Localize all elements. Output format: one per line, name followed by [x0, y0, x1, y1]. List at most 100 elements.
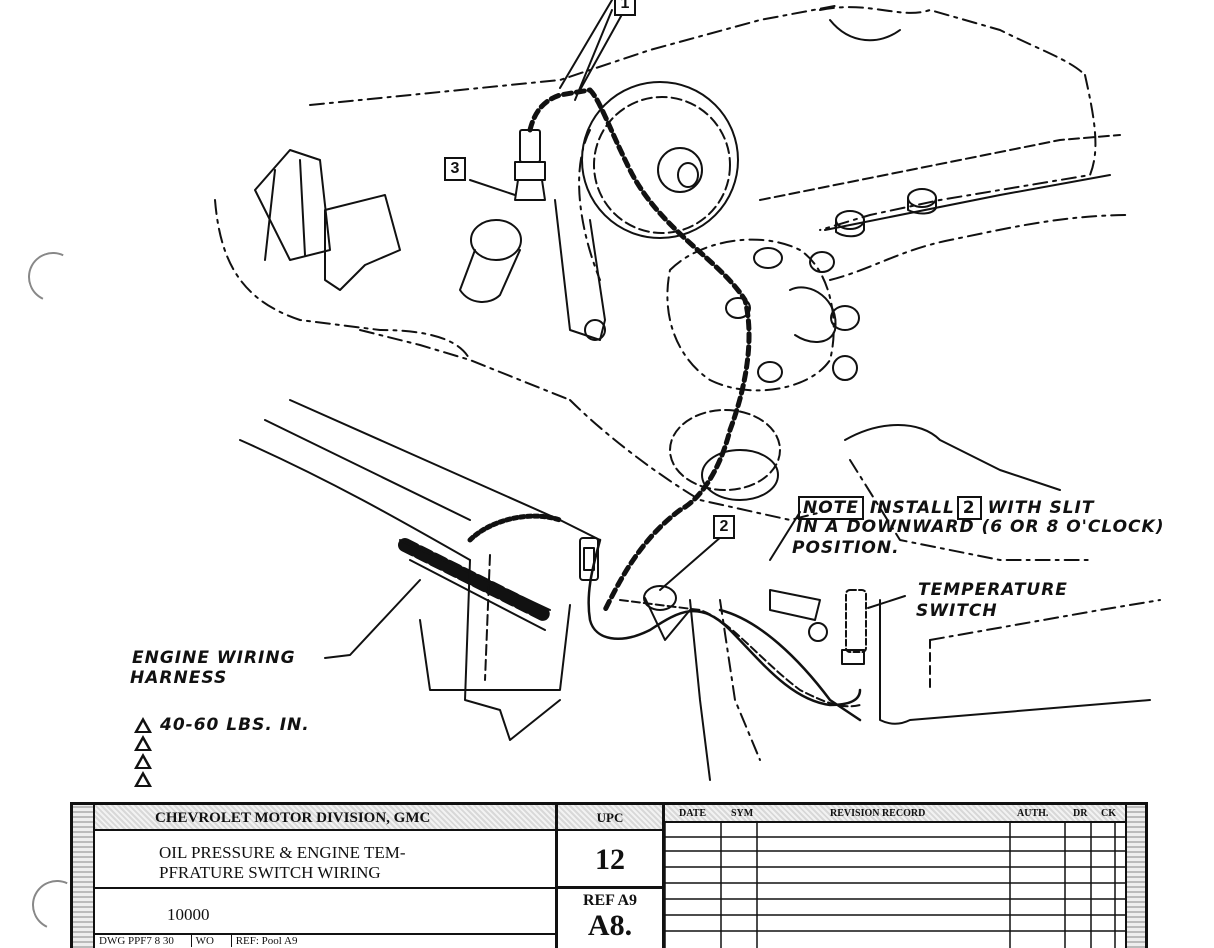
harness-bundle-top — [398, 538, 552, 622]
lower-rail-2 — [719, 599, 761, 761]
harness-twist — [467, 513, 563, 543]
col-auth: AUTH. — [1017, 808, 1049, 819]
water-outlet-body — [459, 249, 521, 303]
block-left-edge — [214, 199, 471, 361]
division-header: CHEVROLET MOTOR DIVISION, GMC — [95, 805, 555, 831]
right-block-3 — [879, 599, 1151, 725]
dwg-label: DWG PPF7 8 30 — [99, 935, 174, 947]
oil-sender-body — [514, 161, 546, 181]
revision-grid — [665, 823, 1145, 948]
lower-wire — [587, 538, 862, 707]
lower-block — [239, 419, 471, 561]
revision-header: DATE SYM REVISION RECORD AUTH. DR CK — [665, 805, 1145, 823]
ref-label: REF A9 — [582, 892, 638, 909]
cover-bolt-1 — [835, 210, 865, 230]
engine-mount — [254, 149, 331, 261]
dist-tower-6 — [757, 361, 783, 383]
sender-wire-b — [559, 0, 613, 89]
title-line-1: OIL PRESSURE & ENGINE TEM- — [159, 843, 406, 862]
cover-bolt-2-stem — [907, 197, 937, 215]
triangle-icon — [134, 753, 152, 769]
temp-switch-clip — [808, 622, 828, 642]
callout-1: 1 — [614, 0, 636, 16]
col-dr: DR — [1073, 808, 1088, 819]
division-name: CHEVROLET MOTOR DIVISION, GMC — [155, 810, 431, 826]
drawing-title-block: CHEVROLET MOTOR DIVISION, GMC OIL PRESSU… — [70, 802, 1148, 948]
dist-tower-4 — [832, 355, 858, 381]
engine-harness-label-1: ENGINE WIRING — [132, 648, 296, 668]
lower-rail-1 — [689, 599, 711, 781]
mount-arm — [324, 194, 401, 291]
bracket-bolt — [584, 319, 606, 341]
alternator-bracket — [554, 199, 606, 341]
upc-header: UPC — [558, 805, 662, 831]
torque-triangle-stack — [134, 717, 156, 789]
harness-branch — [464, 559, 561, 741]
top-right-cover — [819, 74, 1097, 231]
clip-body — [644, 597, 691, 641]
dist-tower-5 — [725, 297, 751, 319]
triangle-icon — [134, 717, 152, 733]
note-label: NOTE — [798, 496, 864, 520]
dist-cap-center — [789, 286, 837, 343]
fan-pulley-hub — [657, 147, 703, 193]
tb-right-strip — [1125, 805, 1145, 948]
intake-edge — [569, 399, 831, 521]
callout-3: 3 — [444, 157, 466, 181]
harness-branch-b — [484, 554, 491, 681]
sender-wire-a — [527, 87, 752, 613]
dwg-line: DWG PPF7 8 30 WO REF: Pool A9 — [95, 935, 555, 948]
right-block — [844, 424, 1061, 491]
harness-leader — [324, 579, 421, 659]
fan-pulley-outer — [581, 81, 739, 239]
water-outlet — [470, 219, 522, 261]
col-revision: REVISION RECORD — [830, 808, 926, 819]
temp-switch-nut — [841, 649, 865, 665]
callout-2-leader — [659, 535, 723, 591]
note-leader — [769, 511, 801, 561]
inline-connector — [579, 537, 599, 581]
temperature-switch-label-1: TEMPERATURE — [918, 580, 1068, 600]
right-block-2 — [849, 459, 1091, 561]
col-date: DATE — [679, 808, 707, 819]
distributor-body — [666, 238, 835, 392]
fan-belt — [578, 129, 601, 281]
oil-sender-connector — [519, 129, 541, 163]
lower-bracket — [769, 589, 821, 621]
temperature-switch-label-2: SWITCH — [916, 601, 998, 621]
inline-connector-b — [583, 547, 595, 571]
distributor-base — [669, 409, 781, 491]
dist-tower-2 — [809, 251, 835, 273]
upper-body-outline — [309, 4, 841, 106]
triangle-icon — [134, 735, 152, 751]
drawing-number: 10000 — [95, 889, 555, 935]
valve-cover-top — [759, 134, 1121, 201]
drawing-number-value: 10000 — [167, 905, 210, 924]
block-center — [359, 329, 571, 401]
lower-wire-parallel — [619, 599, 861, 708]
dwg-wo: WO — [190, 935, 214, 947]
dist-tower-3 — [830, 305, 860, 331]
callout-3-leader — [469, 179, 516, 196]
harness-frame — [419, 604, 571, 691]
upc-value: 12 — [558, 831, 662, 889]
valve-cover-edge — [824, 174, 1111, 231]
drawing-title: OIL PRESSURE & ENGINE TEM- PFRATURE SWIT… — [95, 831, 555, 889]
fan-pulley-rim — [593, 96, 731, 234]
dwg-ref: REF: Pool A9 — [230, 935, 298, 947]
upc-label: UPC — [596, 810, 624, 825]
note-line2: IN A DOWNWARD (6 OR 8 O'CLOCK) — [796, 517, 1165, 537]
col-sym: SYM — [731, 808, 754, 819]
upc-number: 12 — [595, 843, 625, 876]
torque-spec: 40-60 LBS. IN. — [160, 715, 310, 735]
upc-column — [555, 805, 665, 948]
dist-tower-1 — [753, 247, 783, 269]
ref-value: A8. — [587, 909, 633, 942]
callout-1-leader — [574, 9, 613, 101]
cover-bolt-1-stem — [835, 219, 865, 238]
valve-cover-lower — [829, 214, 1131, 281]
engine-mount-ribs — [264, 159, 306, 261]
frame-rail — [289, 399, 601, 541]
upper-body-outline-3 — [829, 19, 901, 42]
